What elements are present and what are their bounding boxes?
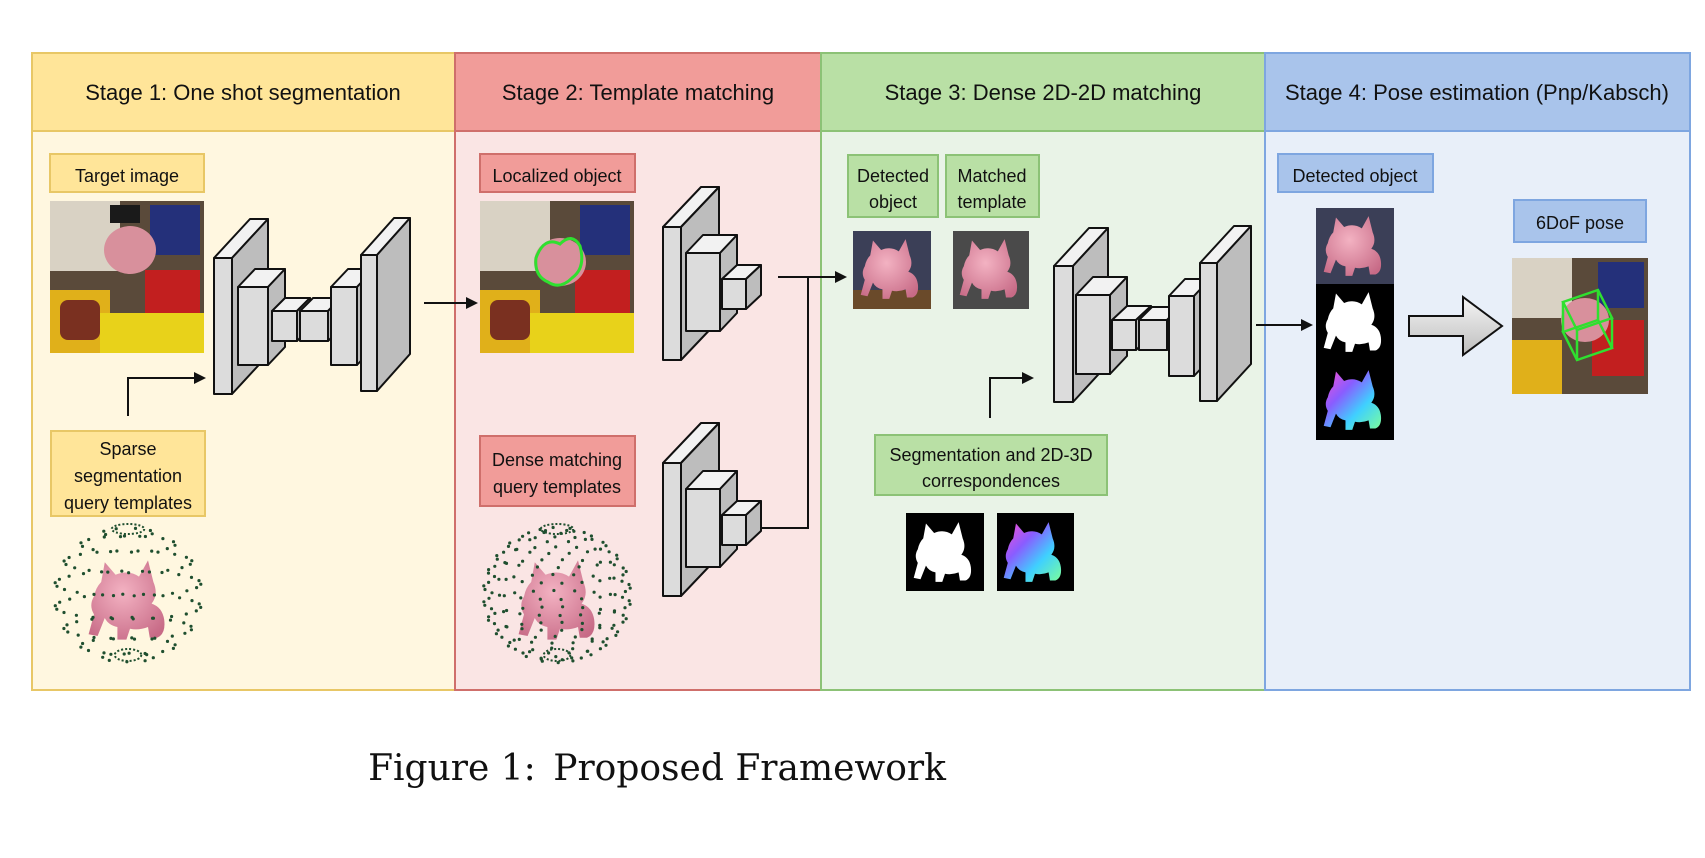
dense-template-sphere	[482, 523, 632, 665]
pole-ring-top	[539, 523, 575, 535]
stage-1-title: Stage 1: One shot segmentation	[85, 80, 401, 105]
sparse-template-sphere	[53, 523, 203, 664]
big-right-arrow	[1408, 295, 1504, 357]
svg-text:6DoF pose: 6DoF pose	[1536, 213, 1624, 233]
figure-caption: Figure 1: Proposed Framework	[0, 748, 1320, 789]
matched-template-crop	[953, 231, 1029, 309]
segmentation-contour	[534, 237, 584, 287]
detected-object-label-s4: Detected object	[1277, 153, 1434, 193]
target-image-label: Target image	[49, 153, 205, 193]
detected-object-label: Detected object	[847, 154, 939, 218]
stage-2-panel: Stage 2: Template matching	[454, 52, 822, 691]
svg-text:query templates: query templates	[493, 477, 621, 497]
stage-3-title: Stage 3: Dense 2D-2D matching	[885, 80, 1202, 105]
stage-3-panel: Stage 3: Dense 2D-2D matching	[820, 52, 1266, 691]
svg-text:segmentation: segmentation	[74, 466, 182, 486]
matched-template-label: Matched template	[945, 154, 1040, 218]
svg-text:Detected object: Detected object	[1292, 166, 1417, 186]
svg-text:Detected: Detected	[857, 166, 929, 186]
viewpoint-dots	[53, 526, 203, 664]
svg-text:Sparse: Sparse	[99, 439, 156, 459]
pose-bounding-cube	[1561, 288, 1614, 362]
svg-text:query templates: query templates	[64, 493, 192, 513]
pose-label: 6DoF pose	[1513, 199, 1647, 243]
arrow-corr-to-net3	[989, 372, 1034, 418]
svg-text:Target image: Target image	[75, 166, 179, 186]
figure-number: Figure 1:	[368, 748, 536, 789]
svg-text:Dense matching: Dense matching	[492, 450, 622, 470]
segmentation-network	[213, 217, 411, 395]
stage-4-title: Stage 4: Pose estimation (Pnp/Kabsch)	[1285, 80, 1669, 105]
template-correspondence-map	[997, 513, 1074, 591]
arrow-dense-net-join	[762, 277, 809, 529]
svg-text:Localized object: Localized object	[492, 166, 621, 186]
svg-text:object: object	[869, 192, 917, 212]
sparse-templates-label: Sparse segmentation query templates	[50, 430, 206, 517]
figure-caption-text: Proposed Framework	[553, 748, 946, 789]
pose-result-photo	[1512, 258, 1648, 394]
pole-ring-bottom	[542, 648, 572, 662]
viewpoint-dots	[482, 525, 632, 665]
svg-text:template: template	[957, 192, 1026, 212]
network-blocks	[213, 186, 1252, 597]
svg-text:Segmentation and 2D-3D: Segmentation and 2D-3D	[889, 445, 1092, 465]
dense-templates-label: Dense matching query templates	[479, 435, 636, 507]
flow-arrows	[127, 271, 1313, 529]
localized-object-photo	[480, 201, 634, 353]
pole-ring-top	[110, 523, 146, 535]
stage-2-title: Stage 2: Template matching	[502, 80, 774, 105]
template-mask	[906, 513, 984, 591]
detected-object-stack	[1316, 208, 1394, 440]
seg-corr-label: Segmentation and 2D-3D correspondences	[874, 434, 1108, 496]
svg-text:Matched: Matched	[957, 166, 1026, 186]
template-encoder-bottom	[662, 422, 762, 597]
dense-matching-network	[1053, 225, 1252, 403]
template-encoder-top	[662, 186, 762, 361]
arrow-templates-to-net1	[127, 372, 206, 416]
localized-object-label: Localized object	[479, 153, 636, 193]
svg-text:correspondences: correspondences	[922, 471, 1060, 491]
pole-ring-bottom	[113, 648, 143, 662]
detected-object-crop	[853, 231, 931, 309]
target-image-photo	[50, 201, 204, 353]
